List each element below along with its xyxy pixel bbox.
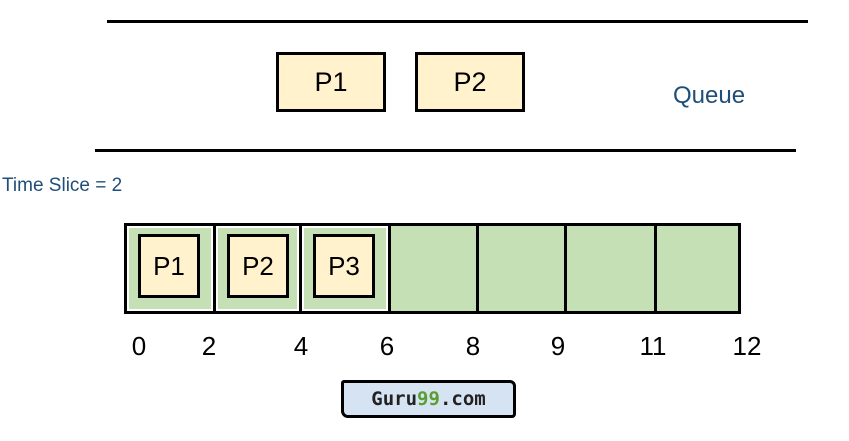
tick-label: 11 bbox=[639, 331, 667, 361]
timeline-slot-empty bbox=[567, 226, 657, 311]
tick-label: 9 bbox=[550, 331, 566, 361]
tick-label: 2 bbox=[201, 331, 217, 361]
logo-text-main: Guru bbox=[371, 388, 418, 410]
queue-top-line bbox=[107, 20, 808, 23]
queue-item-p2: P2 bbox=[415, 52, 525, 112]
timeline-slot: P1 bbox=[127, 226, 216, 311]
timeline-slot: P3 bbox=[302, 226, 391, 311]
queue-bottom-line bbox=[95, 149, 796, 152]
timeline-slot-empty bbox=[391, 226, 479, 311]
timeline-process-p1: P1 bbox=[138, 234, 200, 298]
timeline-slot-empty bbox=[657, 226, 738, 311]
timeline-process-p3: P3 bbox=[313, 234, 375, 298]
tick-label: 6 bbox=[379, 331, 395, 361]
logo-text-domain: .com bbox=[439, 388, 486, 410]
tick-label: 0 bbox=[131, 331, 147, 361]
timeline-process-p2: P2 bbox=[227, 234, 289, 298]
timeline-slot: P2 bbox=[216, 226, 302, 311]
timeline-slot-empty bbox=[479, 226, 567, 311]
logo-text-accent: 99 bbox=[417, 388, 440, 410]
tick-label: 12 bbox=[732, 331, 762, 361]
gantt-timeline: P1 P2 P3 bbox=[124, 223, 741, 314]
queue-label: Queue bbox=[673, 82, 746, 109]
time-slice-label: Time Slice = 2 bbox=[2, 175, 123, 196]
tick-label: 4 bbox=[293, 331, 309, 361]
tick-label: 8 bbox=[465, 331, 481, 361]
queue-item-p1: P1 bbox=[276, 52, 386, 112]
